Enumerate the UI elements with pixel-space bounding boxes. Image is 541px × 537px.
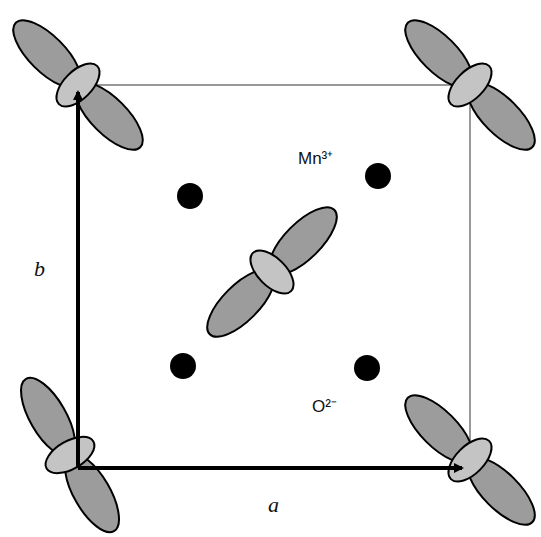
oxygen-ion [170,353,196,379]
oxygen-ion [365,163,391,189]
mn-orbital [3,365,138,537]
mn-orbital [191,191,354,354]
oxygen-ion [177,183,203,209]
mn-orbital [389,4,541,167]
axis-label: b [34,258,45,280]
mn-orbital [389,379,541,537]
ion-label: O²⁻ [312,398,337,415]
axis-arrow [78,466,462,470]
axis-arrow [76,92,80,468]
ion-label: Mn³⁺ [298,150,333,167]
oxygen-ion [354,355,380,381]
axis-label: a [268,494,279,516]
